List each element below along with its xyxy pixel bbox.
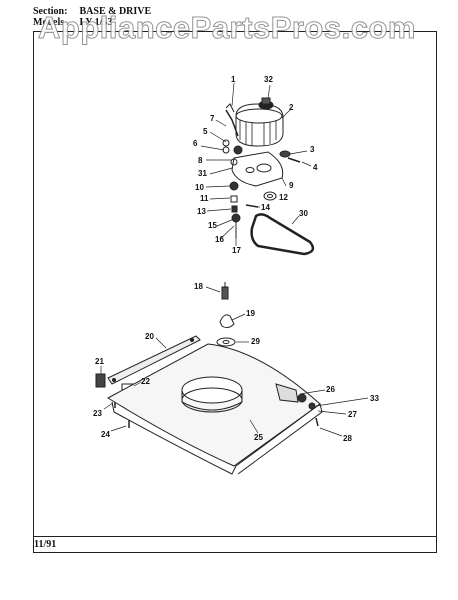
callout-14: 14 — [261, 203, 270, 212]
section-label: Section: — [33, 6, 68, 17]
callout-9: 9 — [289, 181, 294, 190]
callout-25: 25 — [254, 433, 263, 442]
motor-assembly — [225, 97, 284, 147]
callout-22: 22 — [141, 377, 150, 386]
diagram-frame — [33, 31, 437, 553]
callout-27: 27 — [348, 410, 357, 419]
footer-divider — [33, 536, 437, 537]
callout-2: 2 — [289, 103, 294, 112]
callout-21: 21 — [95, 357, 104, 366]
section-title: BASE & DRIVE — [79, 6, 152, 17]
callout-15: 15 — [208, 221, 217, 230]
callout-29: 29 — [251, 337, 260, 346]
callout-33: 33 — [370, 394, 379, 403]
callout-1: 1 — [231, 75, 236, 84]
callout-20: 20 — [145, 332, 154, 341]
snubber-parts — [216, 282, 236, 347]
model-label: Models — [33, 17, 65, 28]
callout-18: 18 — [194, 282, 203, 291]
base-plate — [107, 343, 323, 475]
callout-5: 5 — [203, 127, 208, 136]
watermark: AppliancePartsPros.com — [38, 10, 416, 46]
section-line: Section: BASE & DRIVE — [33, 6, 151, 17]
callout-23: 23 — [93, 409, 102, 418]
callout-11: 11 — [200, 194, 209, 203]
callout-24: 24 — [101, 430, 110, 439]
callout-12: 12 — [279, 193, 288, 202]
callout-28: 28 — [343, 434, 352, 443]
drive-belt — [250, 213, 315, 256]
hardware-stack — [222, 139, 243, 238]
callout-16: 16 — [215, 235, 224, 244]
callout-30: 30 — [299, 209, 308, 218]
callout-31: 31 — [198, 169, 207, 178]
leader-lines — [100, 82, 369, 437]
revision-date: 11/91 — [34, 539, 57, 550]
callout-32: 32 — [264, 75, 273, 84]
callout-3: 3 — [310, 145, 315, 154]
callout-7: 7 — [210, 114, 215, 123]
callout-19: 19 — [246, 309, 255, 318]
callout-26: 26 — [326, 385, 335, 394]
side-fasteners — [245, 150, 301, 208]
callout-6: 6 — [193, 139, 198, 148]
callout-17: 17 — [232, 246, 241, 255]
callout-8: 8 — [198, 156, 203, 165]
callout-10: 10 — [195, 183, 204, 192]
mounting-bracket — [231, 151, 284, 187]
callout-numbers: 1 32 2 7 5 6 8 31 10 11 13 15 16 17 3 4 … — [93, 75, 379, 443]
model-number: LY 1/53 — [79, 17, 113, 28]
callout-13: 13 — [197, 207, 206, 216]
page-header: Section: BASE & DRIVE Models LY 1/53 — [33, 6, 151, 28]
callout-4: 4 — [313, 163, 318, 172]
model-line: Models LY 1/53 — [33, 17, 151, 28]
